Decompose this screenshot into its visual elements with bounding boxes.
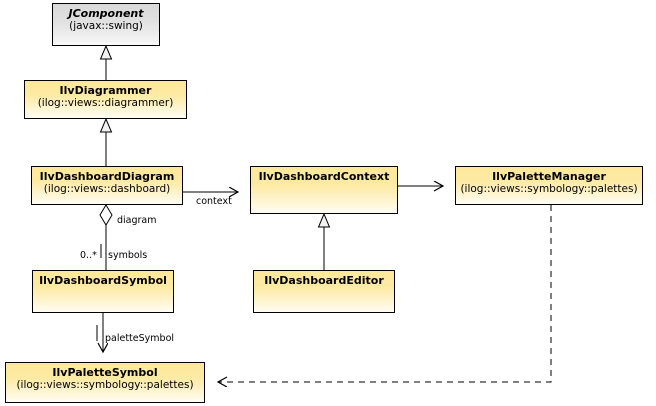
class-name: IlvDashboardEditor	[264, 274, 384, 287]
edge-generalization-dashboarddiagram-diagrammer	[99, 117, 113, 166]
class-node-ilvdiagrammer[interactable]: IlvDiagrammer (ilog::views::diagrammer)	[24, 80, 187, 119]
edge-generalization-diagrammer-jcomponent	[99, 44, 113, 80]
class-package: (ilog::views::diagrammer)	[37, 97, 174, 109]
class-package: (ilog::views::symbology::palettes)	[460, 183, 638, 195]
class-package: (ilog::views::symbology::palettes)	[16, 379, 194, 391]
edge-label-context: context	[196, 196, 232, 207]
class-name: IlvPaletteSymbol	[52, 366, 158, 379]
class-node-jcomponent[interactable]: JComponent (javax::swing)	[52, 3, 160, 46]
class-name: JComponent	[68, 7, 144, 20]
edge-generalization-dashboardeditor-context	[317, 212, 331, 270]
edge-label-palettesymbol: paletteSymbol	[105, 333, 175, 344]
class-name: IlvDashboardSymbol	[39, 274, 167, 287]
class-name: IlvDiagrammer	[59, 84, 152, 97]
class-package: (ilog::views::dashboard)	[43, 183, 171, 195]
class-node-ilvdashboardeditor[interactable]: IlvDashboardEditor	[253, 270, 395, 313]
class-name: IlvDashboardContext	[258, 170, 390, 183]
class-node-ilvpalettemanager[interactable]: IlvPaletteManager (ilog::views::symbolog…	[455, 166, 643, 205]
class-node-ilvpalettesymbol[interactable]: IlvPaletteSymbol (ilog::views::symbology…	[5, 362, 205, 403]
class-package: (javax::swing)	[69, 20, 143, 32]
class-name: IlvPaletteManager	[492, 170, 606, 183]
edge-association-symbol-palettesymbol	[96, 313, 103, 352]
class-name: IlvDashboardDiagram	[39, 170, 175, 183]
edge-label-symbols: symbols	[108, 250, 148, 261]
class-node-ilvdashboarddiagram[interactable]: IlvDashboardDiagram (ilog::views::dashbo…	[31, 166, 183, 205]
class-node-ilvdashboardsymbol[interactable]: IlvDashboardSymbol	[32, 270, 174, 313]
edge-label-diagram: diagram	[117, 215, 157, 226]
edge-label-multiplicity: 0..*	[80, 250, 97, 261]
class-node-ilvdashboardcontext[interactable]: IlvDashboardContext	[250, 166, 398, 214]
